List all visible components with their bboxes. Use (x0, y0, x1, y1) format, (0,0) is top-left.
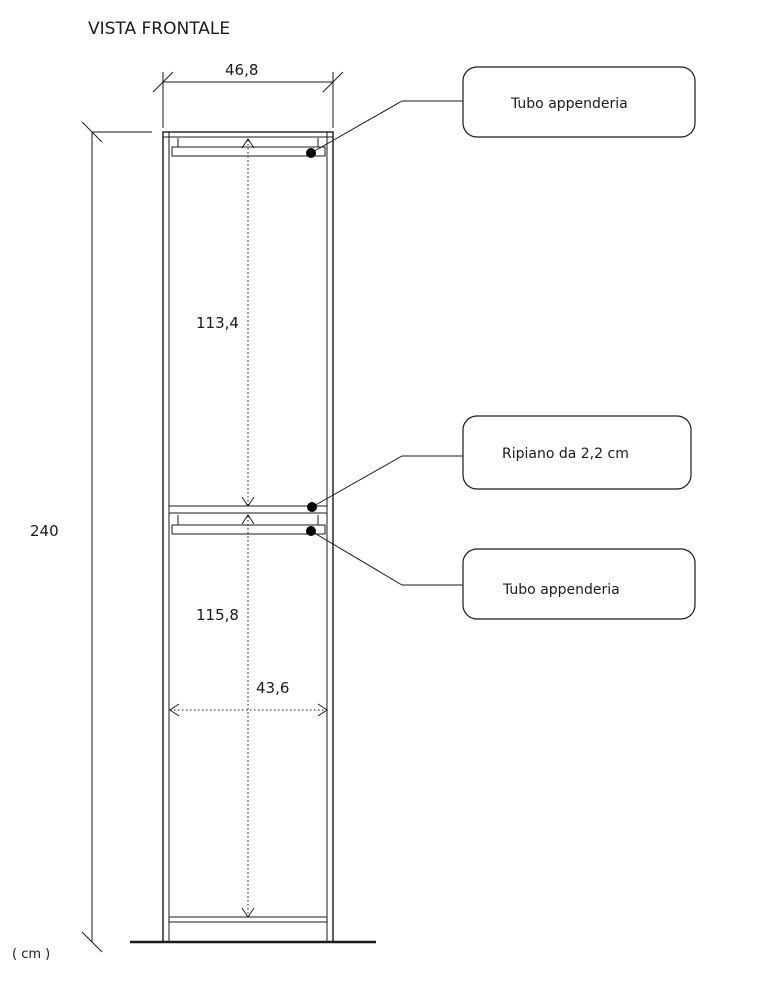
dimension-height-total (81, 121, 152, 953)
dimension-upper-clearance (241, 138, 255, 507)
callout-top-rail-text: Tubo appenderia (510, 96, 628, 112)
leader-line (311, 455, 463, 508)
arrow-left (169, 703, 180, 717)
upper-clearance-label: 113,4 (196, 314, 239, 332)
callout-shelf-text: Ripiano da 2,2 cm (502, 446, 629, 462)
arrow-right (317, 703, 328, 717)
arrow-down (241, 496, 255, 507)
arrow-down (241, 907, 255, 918)
callout-box (462, 548, 696, 620)
callout-box (462, 415, 692, 490)
dimension-lower-clearance (241, 514, 255, 918)
arrow-up (241, 514, 255, 525)
view-title: VISTA FRONTALE (88, 19, 230, 39)
width-outer-label: 46,8 (225, 61, 258, 79)
unit-label: ( cm ) (12, 947, 50, 962)
callout-top-rail: Tubo appenderia (306, 66, 696, 158)
leader-line (310, 530, 463, 586)
inner-width-label: 43,6 (256, 679, 289, 697)
leader-line (310, 100, 463, 154)
lower-clearance-label: 115,8 (196, 606, 239, 624)
arrow-up (241, 138, 255, 149)
dimension-width-outer (152, 71, 344, 128)
callout-box (462, 66, 696, 138)
callout-lower-rail-text: Tubo appenderia (502, 582, 620, 598)
callout-lower-rail: Tubo appenderia (306, 526, 696, 620)
height-total-label: 240 (30, 522, 59, 540)
dimension-tick-bottom (81, 931, 103, 953)
shelf (168, 505, 328, 514)
callout-shelf: Ripiano da 2,2 cm (307, 415, 692, 512)
dimension-inner-width (169, 703, 328, 717)
